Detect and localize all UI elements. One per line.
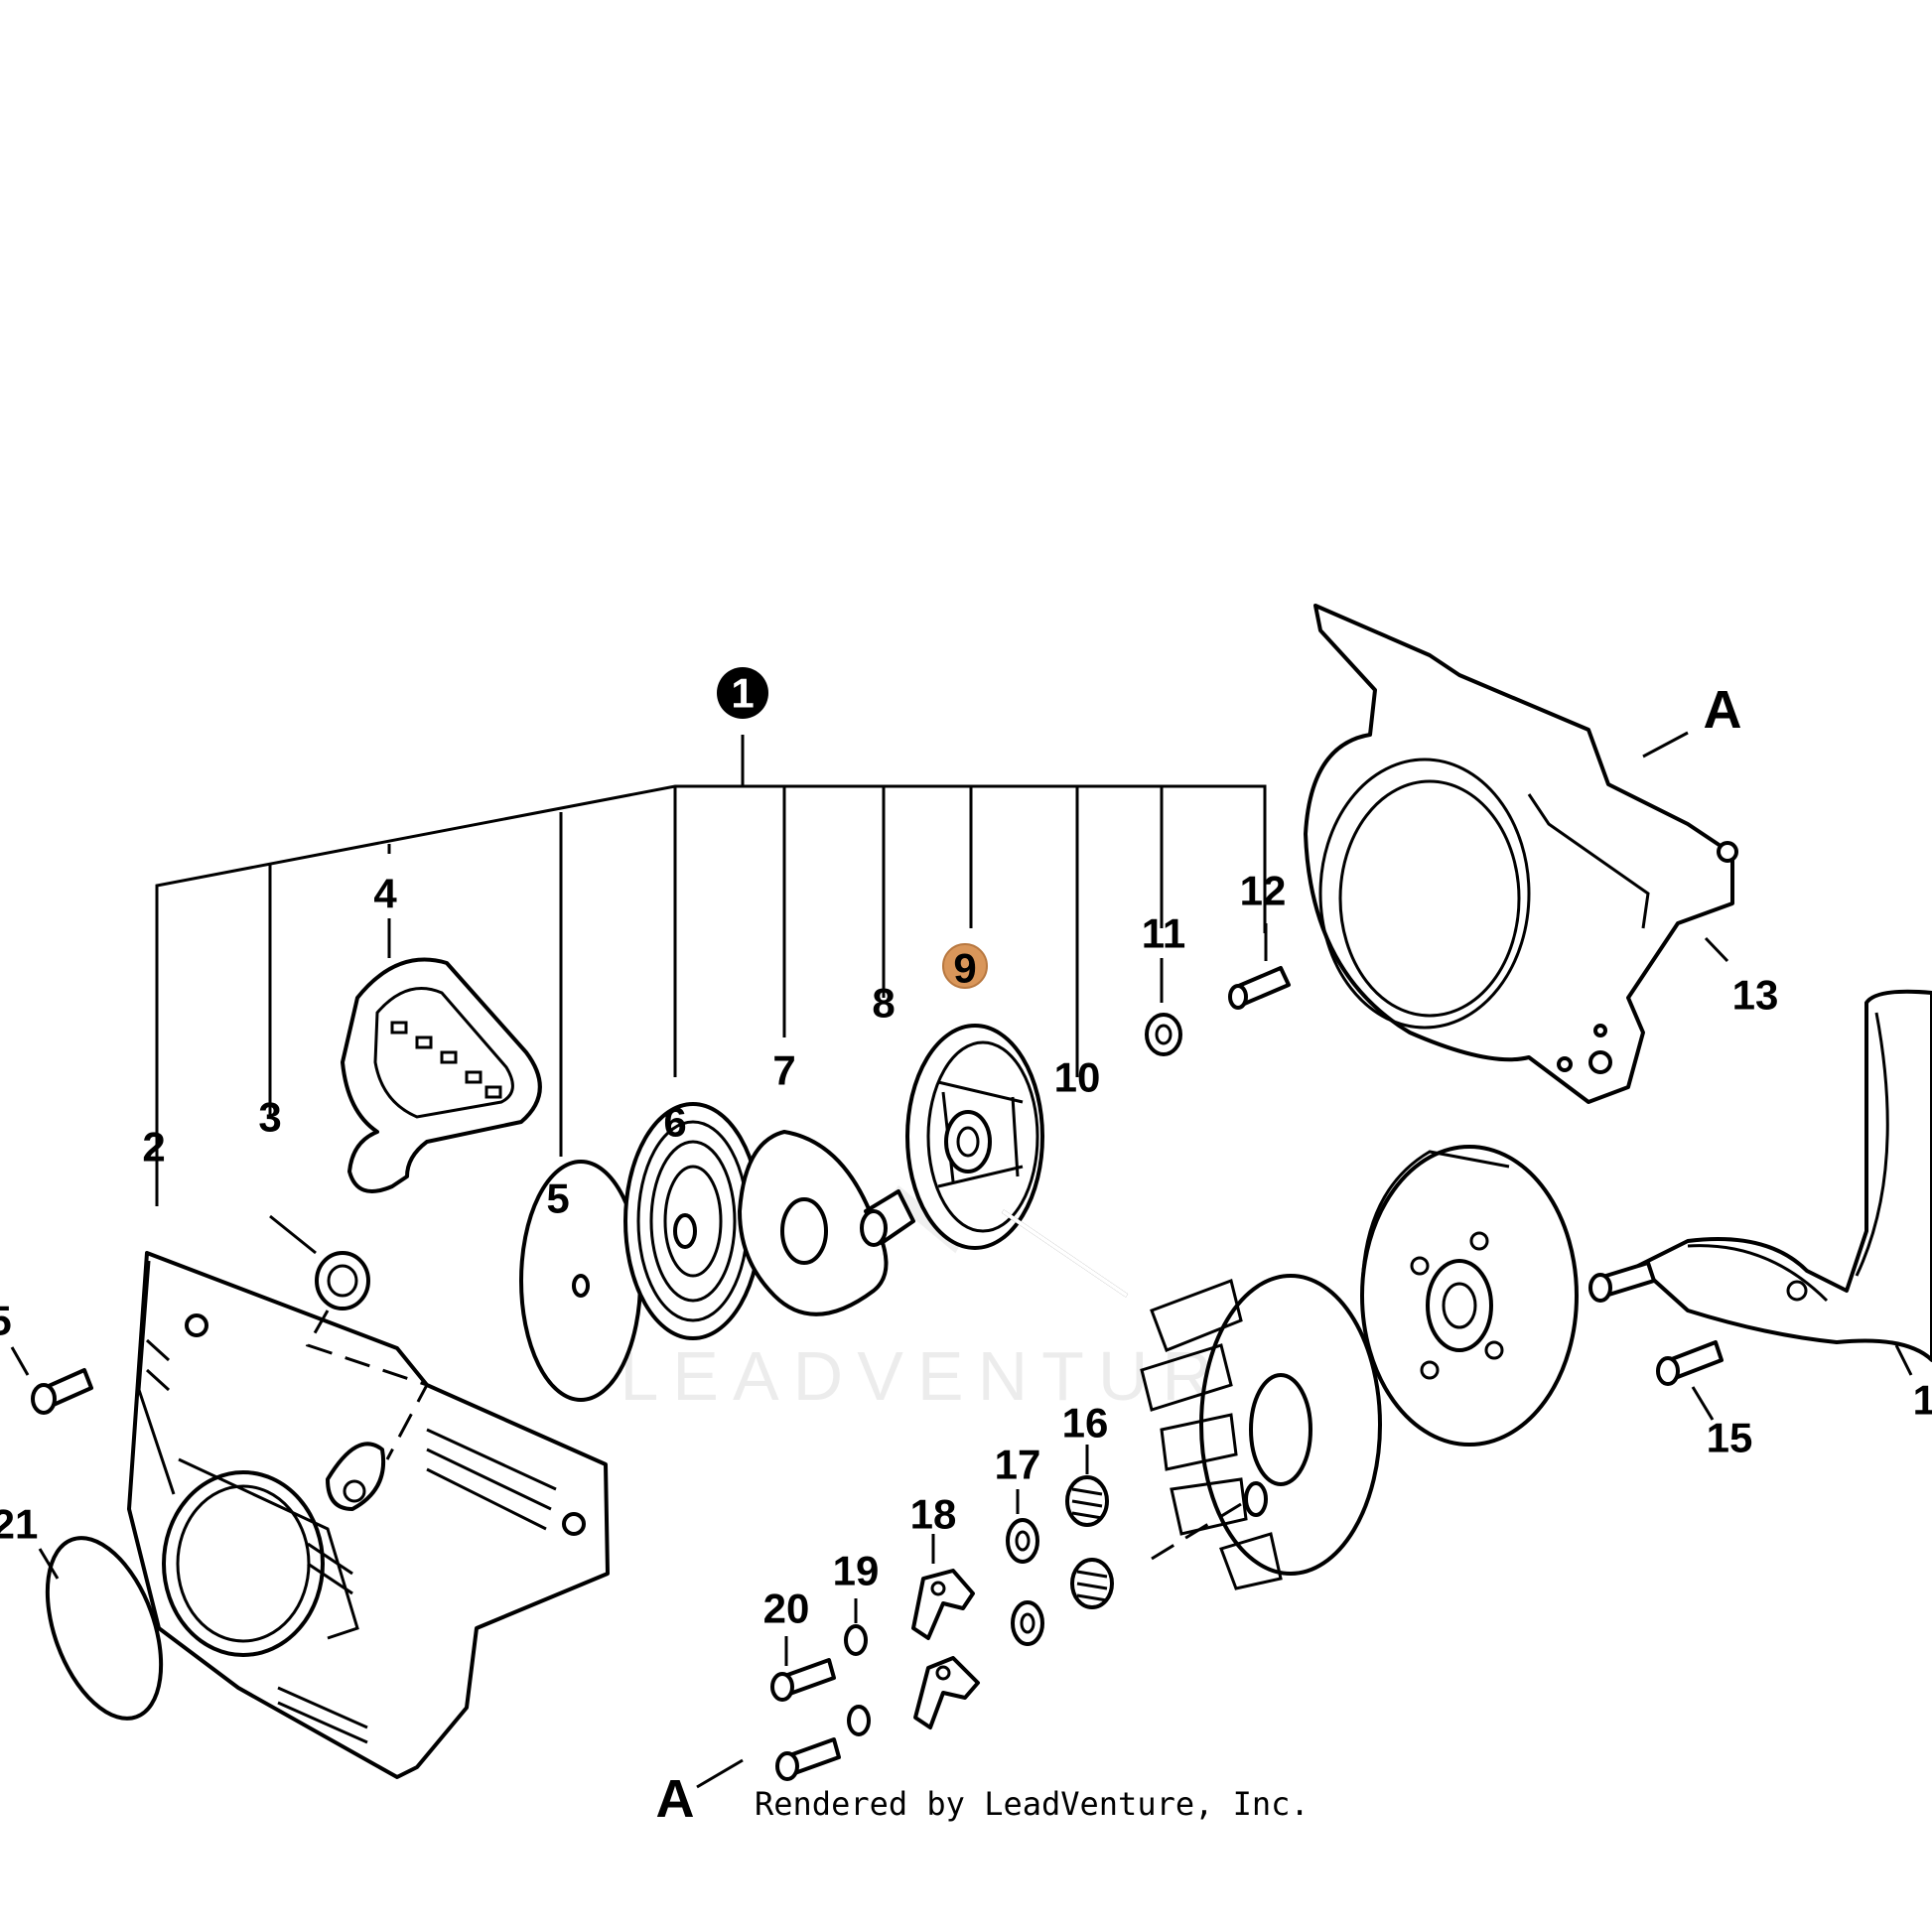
section-marker-top: A — [1642, 680, 1742, 759]
o-ring-part[interactable] — [26, 1523, 184, 1734]
callout-14[interactable]: 14 — [1913, 1377, 1932, 1424]
spring-plate-part[interactable] — [738, 1130, 889, 1316]
rope-bushing-part[interactable] — [269, 1214, 430, 1460]
callout-19[interactable]: 19 — [833, 1548, 880, 1594]
pawl-springs-part[interactable] — [1065, 1445, 1114, 1609]
cover-bolt-part[interactable] — [10, 1346, 93, 1415]
callout-11[interactable]: 11 — [1142, 910, 1185, 957]
callout-5[interactable]: 5 — [546, 1175, 569, 1222]
section-letter-top: A — [1704, 680, 1742, 740]
washer-part[interactable] — [519, 1160, 642, 1402]
callout-5-left[interactable]: 5 — [0, 1298, 12, 1344]
shroud-part[interactable] — [1636, 989, 1932, 1376]
callout-6[interactable]: 6 — [663, 1099, 686, 1146]
credit-text: Rendered by LeadVenture, Inc. — [755, 1785, 1310, 1823]
callout-1[interactable]: 1 — [717, 667, 768, 719]
starter-handle-part[interactable] — [341, 918, 542, 1193]
callout-16[interactable]: 16 — [1062, 1400, 1109, 1447]
starter-cover-part[interactable] — [127, 1251, 610, 1779]
callout-4[interactable]: 4 — [373, 871, 397, 917]
section-marker-bottom: A — [656, 1758, 744, 1829]
callout-2[interactable]: 2 — [142, 1124, 165, 1171]
callout-7[interactable]: 7 — [772, 1047, 795, 1094]
rope-reel-part[interactable] — [905, 1024, 1044, 1250]
callout-10[interactable]: 10 — [1054, 1054, 1101, 1101]
callout-18[interactable]: 18 — [910, 1491, 957, 1538]
starter-rope-part[interactable] — [1001, 1209, 1129, 1298]
svg-text:1: 1 — [731, 670, 754, 717]
pawl-screws-part[interactable] — [770, 1636, 841, 1781]
pawls-part[interactable] — [911, 1534, 980, 1729]
callout-9[interactable]: 9 — [942, 943, 988, 992]
fan-part — [1140, 1274, 1382, 1590]
callout-13[interactable]: 13 — [1732, 972, 1779, 1019]
small-washers-part[interactable] — [844, 1598, 871, 1736]
callouts: 1 2 3 4 5 5 6 7 8 9 10 11 12 13 14 15 16… — [0, 667, 1932, 1632]
callout-12[interactable]: 12 — [1240, 868, 1287, 914]
section-letter-bottom: A — [656, 1769, 695, 1829]
fan-housing-part[interactable] — [1304, 604, 1738, 1104]
callout-20[interactable]: 20 — [763, 1586, 810, 1632]
callout-8[interactable]: 8 — [872, 980, 895, 1027]
callout-21[interactable]: 21 — [0, 1501, 38, 1548]
svg-text:9: 9 — [953, 945, 976, 992]
collar-part[interactable] — [860, 1189, 915, 1247]
callout-17[interactable]: 17 — [995, 1442, 1041, 1488]
callout-15[interactable]: 15 — [1707, 1415, 1753, 1461]
bolts-part[interactable] — [1588, 1261, 1724, 1421]
recoil-spring-part[interactable] — [623, 1102, 762, 1340]
flywheel-part — [1360, 1145, 1579, 1447]
washer-small-part[interactable] — [1145, 958, 1182, 1056]
assembly-bracket — [155, 735, 1267, 1206]
callout-3[interactable]: 3 — [258, 1094, 281, 1141]
watermark-text: LEADVENTURE — [620, 1337, 1286, 1415]
pawl-washers-part[interactable] — [1006, 1489, 1044, 1646]
bolt-part[interactable] — [1228, 923, 1291, 1010]
callout-9-highlight — [942, 943, 988, 989]
